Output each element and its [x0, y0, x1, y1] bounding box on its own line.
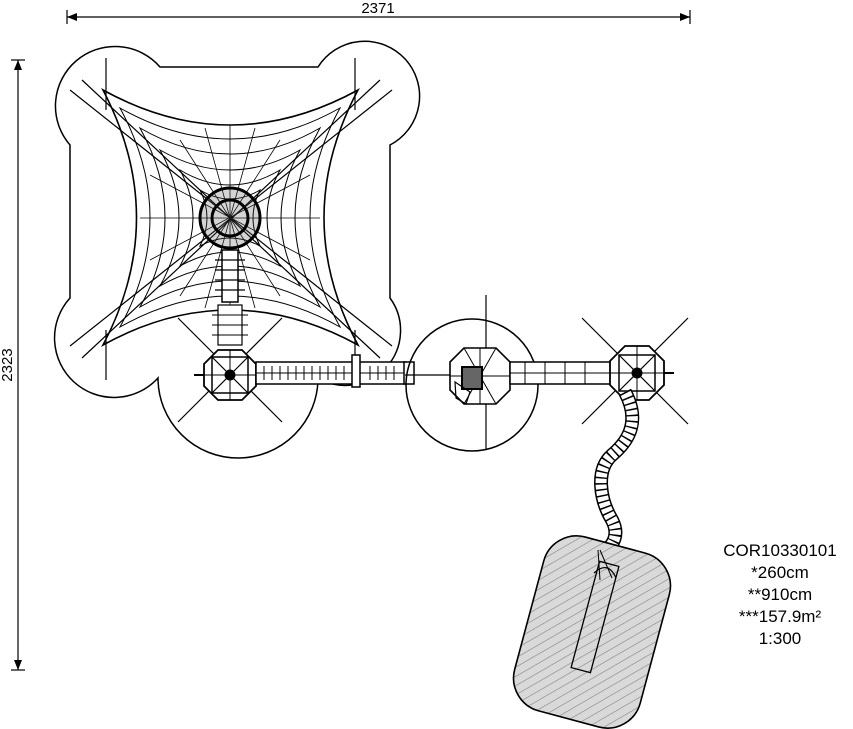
tube-slide: [594, 388, 640, 554]
spec-block: COR10330101 *260cm **910cm ***157.9m² 1:…: [710, 540, 850, 650]
tower-left: [177, 317, 283, 423]
spec-scale: 1:300: [758, 629, 802, 648]
height-dimension: [11, 59, 25, 671]
width-dimension: [66, 10, 691, 24]
spec-area: ***157.9m²: [738, 607, 822, 626]
tower-center: [405, 295, 540, 452]
width-dimension-label: 2371: [361, 0, 394, 17]
net-pyramid: [69, 58, 393, 380]
spec-height: *260cm: [751, 563, 809, 582]
tower-right: [581, 317, 689, 425]
height-dimension-label: 2323: [0, 348, 16, 381]
bridge-left: [255, 354, 415, 388]
spec-length: **910cm: [747, 585, 813, 604]
product-code: COR10330101: [723, 541, 837, 560]
slide-landing-area: [512, 535, 672, 729]
safety-zone-outline: [53, 40, 421, 459]
bridge-right: [509, 361, 613, 385]
